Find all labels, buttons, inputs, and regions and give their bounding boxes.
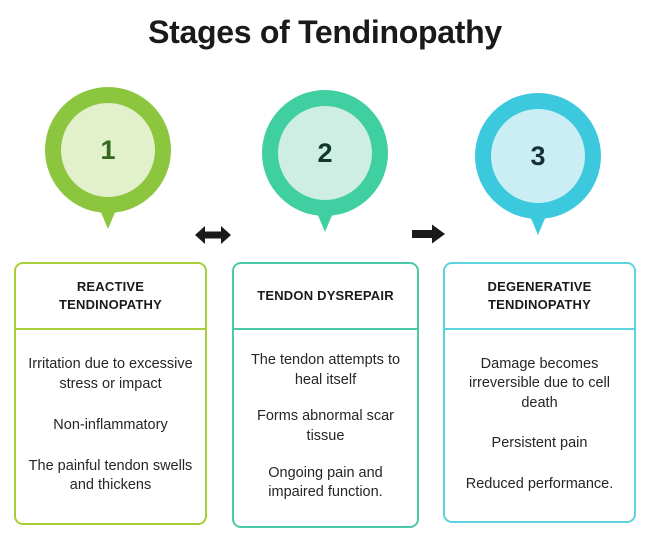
stage-number-3: 3 [530, 140, 546, 171]
card-point: Non-inflammatory [53, 416, 168, 433]
card-point: Persistent pain [491, 435, 588, 452]
card-body: The tendon attempts to heal itself Forms… [234, 330, 417, 526]
stages-pin-row: 1 2 3 [0, 84, 650, 244]
card-point: The tendon attempts to heal itself [250, 352, 401, 388]
pin-inner-circle: 1 [61, 103, 155, 197]
pin-inner-circle: 3 [491, 109, 585, 203]
page-title: Stages of Tendinopathy [148, 14, 502, 50]
card-point: Irritation due to excessive stress or im… [28, 356, 193, 392]
stage-card-tendon-dysrepair: TENDON DYSREPAIR The tendon attempts to … [232, 262, 419, 528]
double-headed-arrow-icon [194, 222, 232, 253]
card-body: Damage becomes irreversible due to cell … [445, 330, 634, 521]
card-header: TENDON DYSREPAIR [234, 264, 417, 330]
card-point: Ongoing pain and impaired function. [268, 464, 383, 501]
stage-card-degenerative-tendinopathy: DEGENERATIVE TENDINOPATHY Damage becomes… [443, 262, 636, 523]
card-body: Irritation due to excessive stress or im… [16, 330, 205, 523]
pin-inner-circle: 2 [278, 106, 372, 200]
card-point: Forms abnormal scar tissue [257, 408, 394, 444]
stage-pin-3[interactable]: 3 [475, 93, 601, 235]
stage-pin-1[interactable]: 1 [45, 87, 171, 229]
card-point: The painful tendon swells and thickens [28, 457, 193, 494]
card-header: DEGENERATIVE TENDINOPATHY [445, 264, 634, 330]
right-arrow-icon [412, 222, 446, 251]
card-header: REACTIVE TENDINOPATHY [16, 264, 205, 330]
card-point: Reduced performance. [465, 475, 614, 492]
card-point: Damage becomes irreversible due to cell … [468, 355, 611, 411]
stage-card-reactive-tendinopathy: REACTIVE TENDINOPATHY Irritation due to … [14, 262, 207, 525]
stage-number-2: 2 [317, 137, 333, 168]
stage-pin-2[interactable]: 2 [262, 90, 388, 232]
stage-number-1: 1 [100, 134, 116, 165]
